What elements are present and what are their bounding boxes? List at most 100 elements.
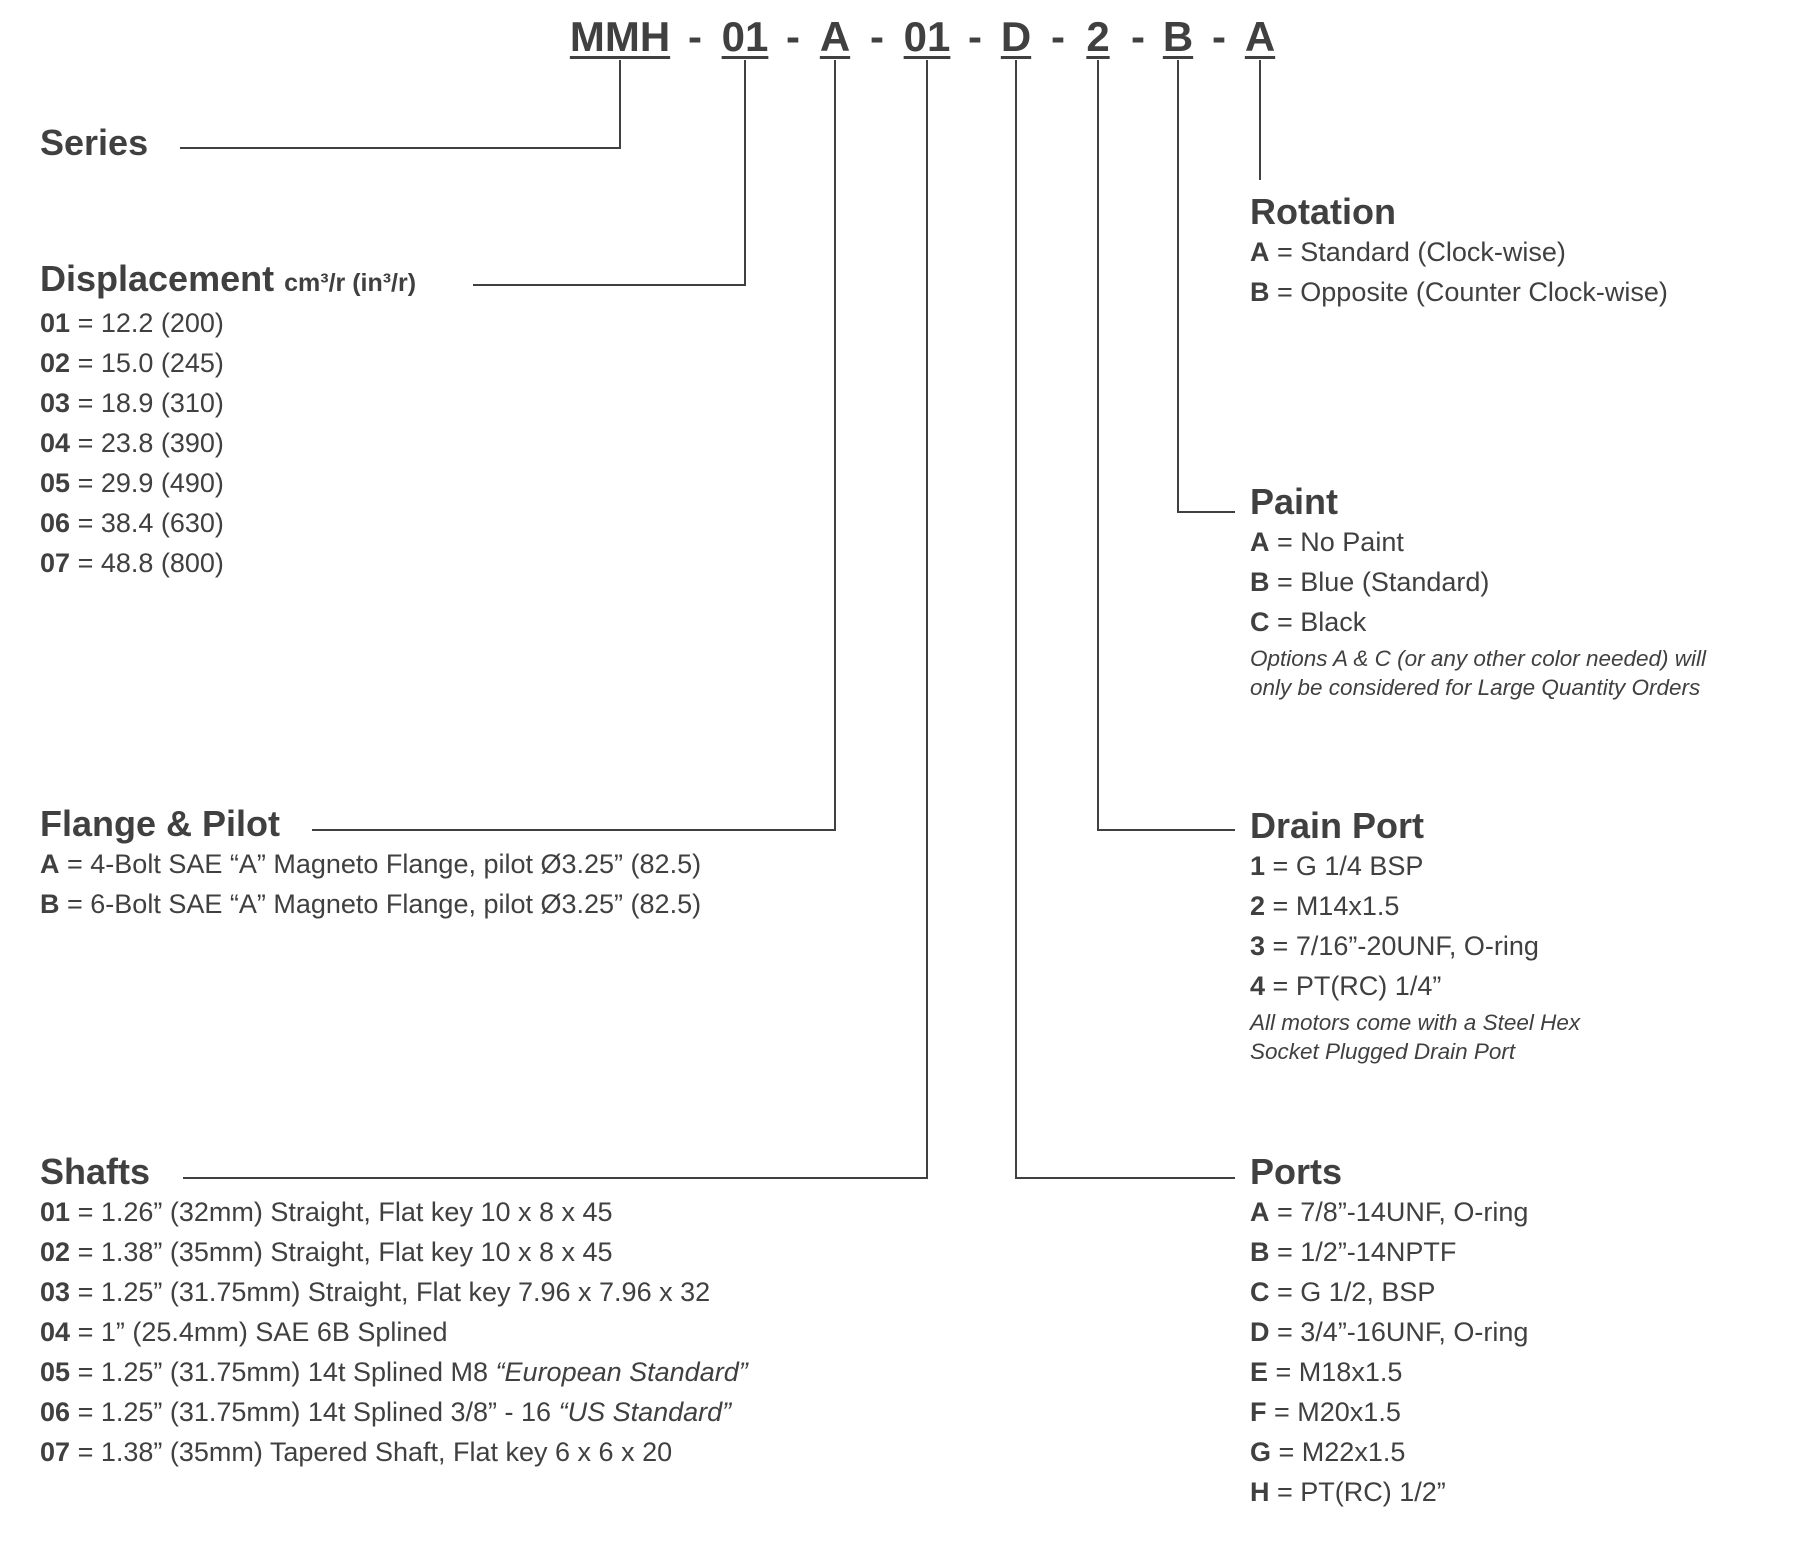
option-row: 01 = 12.2 (200) <box>40 303 416 343</box>
displacement-options: 01 = 12.2 (200)02 = 15.0 (245)03 = 18.9 … <box>40 303 416 583</box>
option-text: = 15.0 (245) <box>77 348 224 378</box>
option-text: = 1.25” (31.75mm) Straight, Flat key 7.9… <box>77 1277 711 1307</box>
option-code: C <box>1250 607 1270 637</box>
series-title: Series <box>40 122 149 163</box>
option-text: = 1.38” (35mm) Straight, Flat key 10 x 8… <box>77 1237 613 1267</box>
rotation-options: A = Standard (Clock-wise) B = Opposite (C… <box>1250 232 1668 312</box>
code-separator: - <box>1212 13 1226 60</box>
flange-connector <box>312 60 836 831</box>
option-code: 02 <box>40 1237 71 1267</box>
option-text: = 4-Bolt SAE “A” Magneto Flange, pilot Ø… <box>67 849 702 879</box>
option-text: = 1.38” (35mm) Tapered Shaft, Flat key 6… <box>77 1437 673 1467</box>
option-code: A <box>40 849 60 879</box>
option-text: = 38.4 (630) <box>77 508 224 538</box>
option-code: D <box>1250 1317 1270 1347</box>
option-code: 3 <box>1250 931 1266 961</box>
option-row: C = Black <box>1250 602 1706 642</box>
option-code: A <box>1250 237 1270 267</box>
option-row: 2 = M14x1.5 <box>1250 886 1580 926</box>
code-paint: B <box>1162 13 1194 60</box>
displacement-title-text: Displacement <box>40 258 275 299</box>
option-text: = 1/2”-14NPTF <box>1277 1237 1457 1267</box>
shafts-section: Shafts 01 = 1.26” (32mm) Straight, Flat … <box>40 1152 748 1472</box>
option-row: 4 = PT(RC) 1/4” <box>1250 966 1580 1006</box>
displacement-unit: cm³/r (in³/r) <box>284 269 417 297</box>
option-row: 05 = 29.9 (490) <box>40 463 416 503</box>
shafts-connector <box>183 60 928 1179</box>
option-text: = M14x1.5 <box>1272 891 1400 921</box>
option-text: = No Paint <box>1277 527 1404 557</box>
option-code: 01 <box>40 1197 71 1227</box>
option-code: B <box>40 889 60 919</box>
displacement-section: Displacement cm³/r (in³/r) 01 = 12.2 (20… <box>40 259 416 583</box>
option-text: = 23.8 (390) <box>77 428 224 458</box>
code-drain: 2 <box>1086 13 1110 60</box>
option-code: B <box>1250 567 1270 597</box>
paint-title: Paint <box>1250 481 1339 522</box>
option-row: 06 = 1.25” (31.75mm) 14t Splined 3/8” - … <box>40 1392 748 1432</box>
option-code: 07 <box>40 1437 71 1467</box>
option-text: = Black <box>1277 607 1367 637</box>
option-text: = 3/4”-16UNF, O-ring <box>1277 1317 1529 1347</box>
option-code: G <box>1250 1437 1272 1467</box>
option-row: E = M18x1.5 <box>1250 1352 1528 1392</box>
code-ports: D <box>1000 13 1032 60</box>
rotation-section: Rotation A = Standard (Clock-wise) B = Op… <box>1250 192 1668 312</box>
paint-note-line: Options A & C (or any other color needed… <box>1250 646 1707 671</box>
option-code: 03 <box>40 388 71 418</box>
code-flange: A <box>819 13 851 60</box>
option-row: 05 = 1.25” (31.75mm) 14t Splined M8 “Eur… <box>40 1352 748 1392</box>
code-displacement: 01 <box>721 13 769 60</box>
option-text: = 1” (25.4mm) SAE 6B Splined <box>77 1317 448 1347</box>
option-text: = 1.25” (31.75mm) 14t Splined 3/8” - 16 <box>77 1397 552 1427</box>
option-text: = 7/16”-20UNF, O-ring <box>1272 931 1539 961</box>
option-code: B <box>1250 277 1270 307</box>
option-text: = Standard (Clock-wise) <box>1277 237 1566 267</box>
code-separator: - <box>786 13 800 60</box>
option-row: B = 1/2”-14NPTF <box>1250 1232 1528 1272</box>
option-row: A = 7/8”-14UNF, O-ring <box>1250 1192 1528 1232</box>
ports-connector <box>1015 60 1235 1179</box>
code-series: MMH <box>569 13 671 60</box>
paint-connector <box>1177 60 1235 513</box>
drain-connector <box>1097 60 1235 831</box>
flange-options: A = 4-Bolt SAE “A” Magneto Flange, pilot… <box>40 844 701 924</box>
option-row: B = Opposite (Counter Clock-wise) <box>1250 272 1668 312</box>
code-separator: - <box>1051 13 1065 60</box>
option-code: 01 <box>40 308 71 338</box>
option-code: 03 <box>40 1277 71 1307</box>
option-code: 04 <box>40 428 71 458</box>
option-row: 3 = 7/16”-20UNF, O-ring <box>1250 926 1580 966</box>
code-separator: - <box>1131 13 1145 60</box>
option-row: B = 6-Bolt SAE “A” Magneto Flange, pilot… <box>40 884 701 924</box>
option-row: B = Blue (Standard) <box>1250 562 1706 602</box>
option-text: = 1.26” (32mm) Straight, Flat key 10 x 8… <box>77 1197 613 1227</box>
option-text: = M18x1.5 <box>1275 1357 1403 1387</box>
option-row: C = G 1/2, BSP <box>1250 1272 1528 1312</box>
shafts-options: 01 = 1.26” (32mm) Straight, Flat key 10 … <box>40 1192 748 1472</box>
option-row: 02 = 15.0 (245) <box>40 343 416 383</box>
drain-note-line: All motors come with a Steel Hex <box>1250 1010 1581 1035</box>
option-code: A <box>1250 527 1270 557</box>
option-text: = Blue (Standard) <box>1277 567 1490 597</box>
option-italic-note: “European Standard” <box>495 1357 748 1387</box>
option-row: 04 = 1” (25.4mm) SAE 6B Splined <box>40 1312 748 1352</box>
option-italic-note: “US Standard” <box>558 1397 732 1427</box>
option-text: = PT(RC) 1/2” <box>1277 1477 1446 1507</box>
option-row: 03 = 18.9 (310) <box>40 383 416 423</box>
code-shaft: 01 <box>903 13 951 60</box>
option-row: D = 3/4”-16UNF, O-ring <box>1250 1312 1528 1352</box>
option-code: 06 <box>40 508 71 538</box>
option-text: = 6-Bolt SAE “A” Magneto Flange, pilot Ø… <box>67 889 702 919</box>
code-separator: - <box>688 13 702 60</box>
rotation-title: Rotation <box>1250 191 1396 232</box>
drain-title: Drain Port <box>1250 805 1425 846</box>
option-row: 07 = 48.8 (800) <box>40 543 416 583</box>
option-row: 03 = 1.25” (31.75mm) Straight, Flat key … <box>40 1272 748 1312</box>
paint-note: Options A & C (or any other color needed… <box>1250 644 1706 702</box>
